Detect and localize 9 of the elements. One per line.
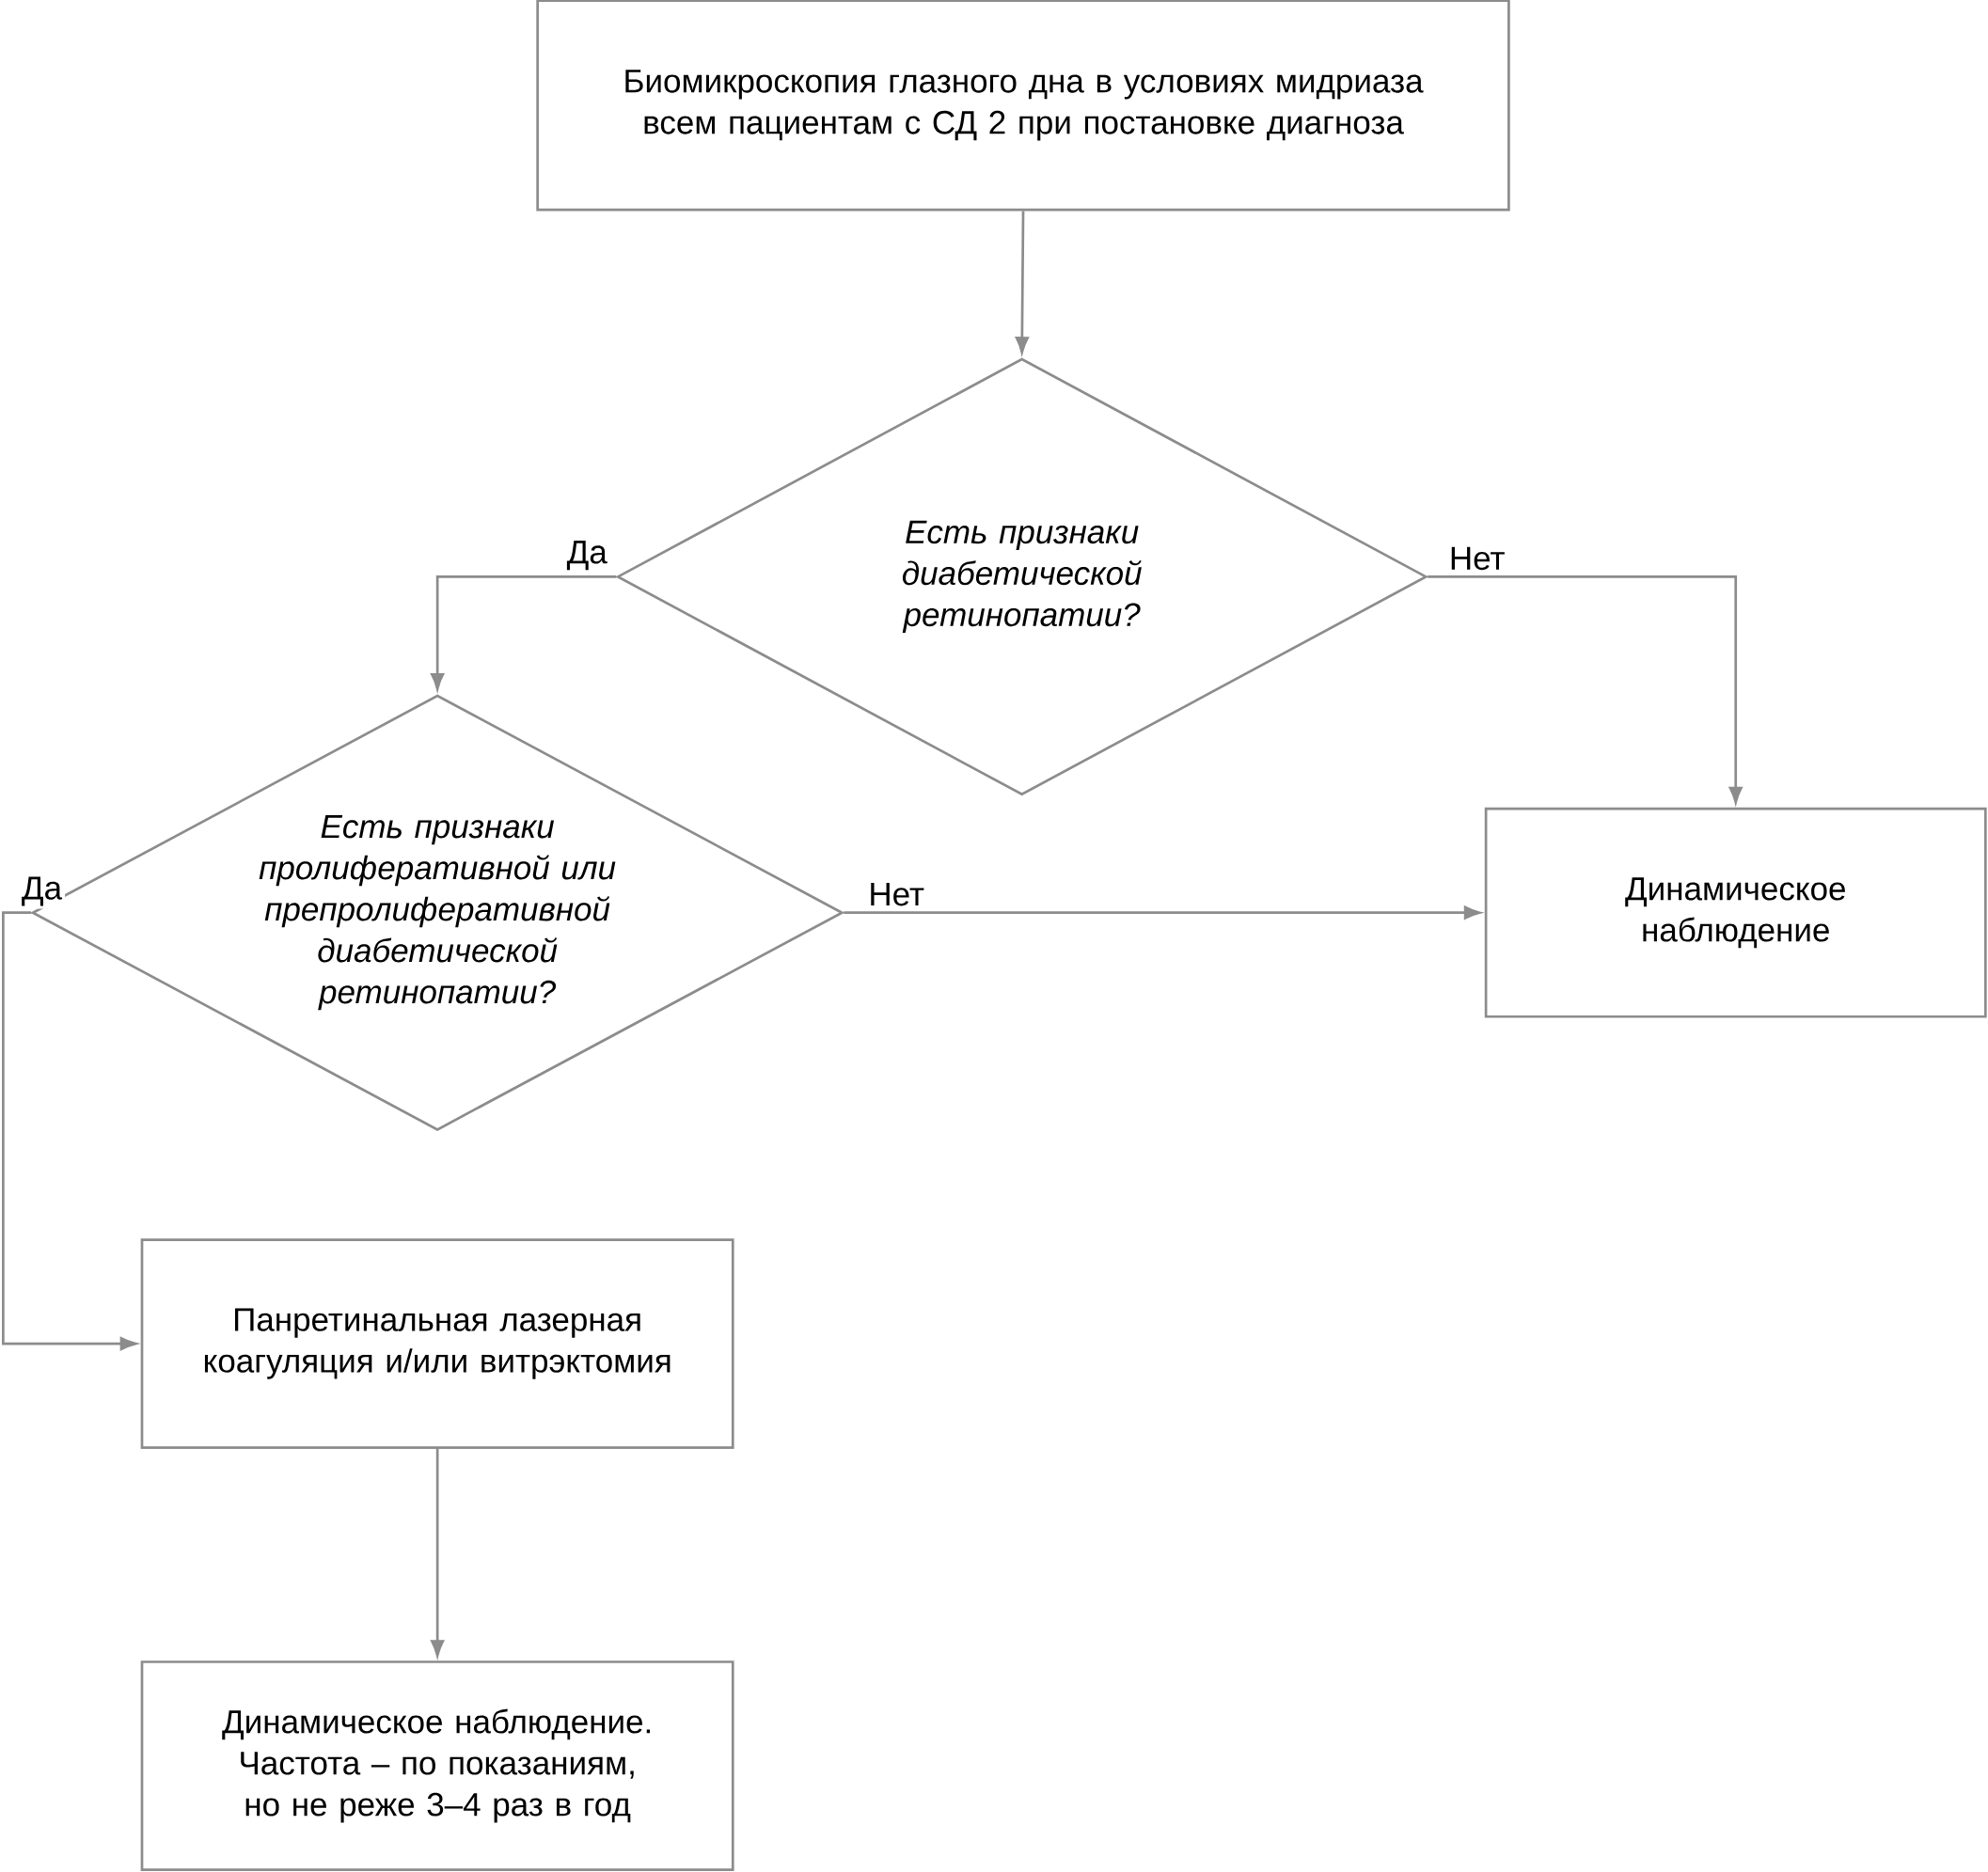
edge-label: Да xyxy=(563,537,610,574)
edge-label: Нет xyxy=(865,879,927,909)
edge-label: Нет xyxy=(1445,543,1508,574)
process-box: Панретинальная лазерная коагуляция и/или витрэктомия xyxy=(140,1238,734,1449)
process-box: Динамическое наблюдение. Частота – по показаниям, но не реже 3–4 раз в год xyxy=(140,1660,734,1871)
arrow xyxy=(2,911,137,1350)
process-box: Биомикроскопия глазного дна в условиях мидриаза всем пациентам с СД 2 при постановке диагноза xyxy=(536,0,1510,212)
process-box: Динамическое наблюдение xyxy=(1484,807,1987,1018)
edge-label: Да xyxy=(18,873,66,909)
